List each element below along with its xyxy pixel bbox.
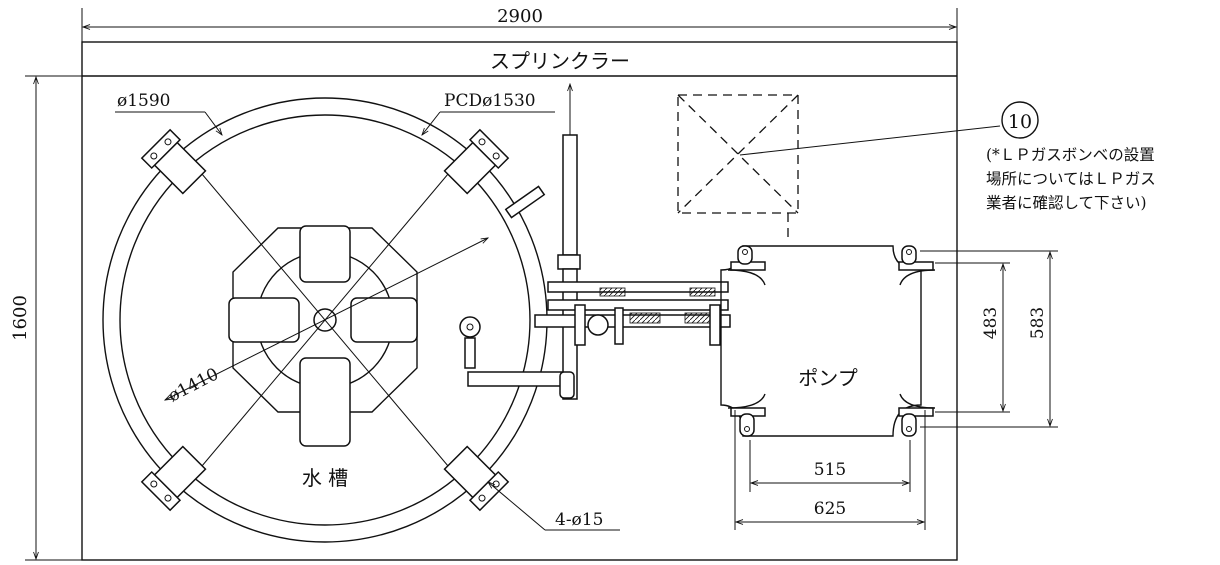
suction-pipe-lower <box>547 299 729 311</box>
pump-outer-width-label: 625 <box>814 499 846 519</box>
lid-handle-right <box>350 297 418 343</box>
header-title: スプリンクラー <box>490 49 630 73</box>
pump-foot-bl <box>727 393 766 437</box>
pipe-hatch-3 <box>629 312 661 324</box>
suction-pipe-upper <box>547 281 729 293</box>
pump-foot-br <box>898 393 936 437</box>
water-tank: 水 槽 <box>102 97 548 543</box>
flange-1 <box>574 304 586 346</box>
gauge-stem <box>464 337 476 369</box>
overall-height-label: 1600 <box>10 295 31 341</box>
return-pipe <box>467 371 564 387</box>
note-line-1: (*ＬＰガスボンベの設置 <box>986 146 1155 164</box>
pump-label: ポンプ <box>798 366 857 390</box>
pcd-dim-label: PCDø1530 <box>444 91 536 111</box>
pump-inner-width-label: 515 <box>814 460 846 480</box>
pump-foot-tl <box>727 245 766 286</box>
mounting-bracket-bottom-right <box>443 445 510 512</box>
pipe-hatch-4 <box>684 312 711 324</box>
mounting-bracket-top-right <box>443 128 510 195</box>
base-frame <box>81 41 958 561</box>
riser-elbow <box>557 254 581 270</box>
bolt-hole-dimension: 4-ø15 <box>488 482 620 531</box>
inner-diameter-line <box>165 238 488 400</box>
inner-ring-dim-label: ø1410 <box>165 364 222 406</box>
mounting-bracket-top-left <box>140 128 207 195</box>
overall-width-dimension: 2900 <box>81 6 958 42</box>
pump-inner-width-dimension: 515 <box>749 440 911 492</box>
outer-ring-dim-label: ø1590 <box>117 91 171 111</box>
tank-label: 水 槽 <box>302 466 348 490</box>
note-line-3: 業者に確認して下さい) <box>986 194 1147 212</box>
gauge-dial <box>459 316 481 338</box>
overall-width-label: 2900 <box>497 6 543 27</box>
lp-gas-cylinder-area <box>677 94 1001 240</box>
return-elbow <box>559 371 575 399</box>
flange-3 <box>709 304 721 346</box>
pump-outer-height-dimension: 583 <box>920 250 1058 428</box>
pipe-hatch-2 <box>689 287 716 297</box>
callout-number: 10 <box>1008 111 1032 133</box>
pipe-hatch-1 <box>599 287 626 297</box>
valve-body <box>587 314 609 336</box>
lid-handle-left <box>228 297 300 343</box>
pump-unit: ポンプ <box>720 245 936 437</box>
pump-inner-height-dimension: 483 <box>935 262 1010 413</box>
pcd-dimension: PCDø1530 <box>422 91 555 135</box>
pump-outer-height-label: 583 <box>1028 307 1048 339</box>
note-line-2: 場所についてはＬＰガス <box>986 170 1156 188</box>
lid-handle-bottom <box>299 357 351 447</box>
tank-inner-ring <box>119 114 531 526</box>
callout-circle <box>1001 101 1039 139</box>
pump-inner-height-label: 483 <box>981 307 1001 339</box>
vertical-riser-pipe <box>562 134 578 256</box>
outer-ring-dimension: ø1590 <box>115 91 222 135</box>
tank-inlet-pipe <box>504 185 546 219</box>
flange-2 <box>614 307 624 345</box>
bolt-hole-dim-label: 4-ø15 <box>555 510 603 530</box>
pump-outer-width-dimension: 625 <box>734 410 926 530</box>
mounting-bracket-bottom-left <box>140 445 207 512</box>
pump-foot-tr <box>898 245 936 286</box>
piping-assembly <box>459 84 731 400</box>
lid-handle-top <box>299 225 351 283</box>
overall-height-dimension: 1600 <box>10 75 82 561</box>
callout-leader <box>739 125 1001 156</box>
